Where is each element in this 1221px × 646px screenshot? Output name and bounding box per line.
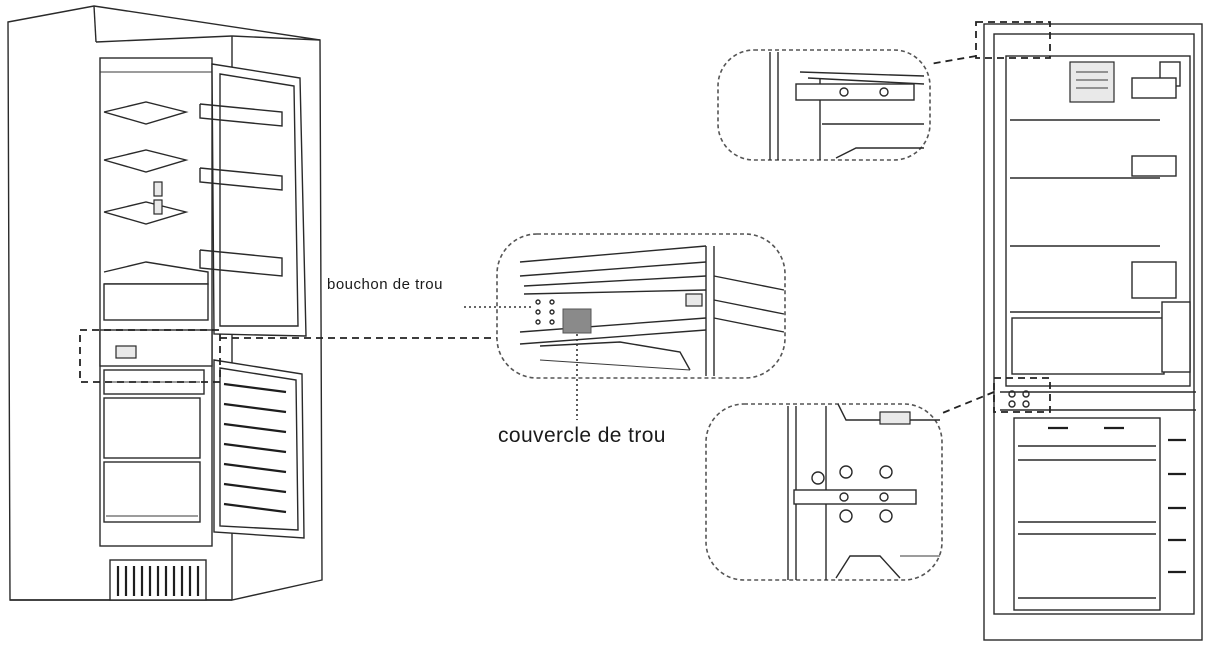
fridge-front-view	[975, 21, 1203, 641]
hole-cover-shape	[562, 308, 592, 334]
lower-door-open	[213, 359, 305, 539]
top-hinge-highlight-box	[975, 21, 1051, 59]
hole-cover-label: couvercle de trou	[498, 424, 666, 447]
base-grill	[116, 566, 200, 596]
connector-line-middle	[939, 391, 995, 415]
middle-hinge-zoom-bubble	[705, 403, 943, 581]
upper-door-open	[199, 63, 307, 337]
lower-drawers	[103, 369, 205, 523]
cabinet-open-fridge	[7, 5, 323, 601]
middle-hinge-highlight-box	[993, 377, 1051, 413]
connector-line-top	[929, 55, 977, 65]
hole-plug-label: bouchon de trou	[327, 276, 443, 293]
center-zoom-bubble	[496, 233, 786, 379]
upper-shelves	[103, 101, 209, 321]
top-hinge-zoom-bubble	[717, 49, 931, 161]
